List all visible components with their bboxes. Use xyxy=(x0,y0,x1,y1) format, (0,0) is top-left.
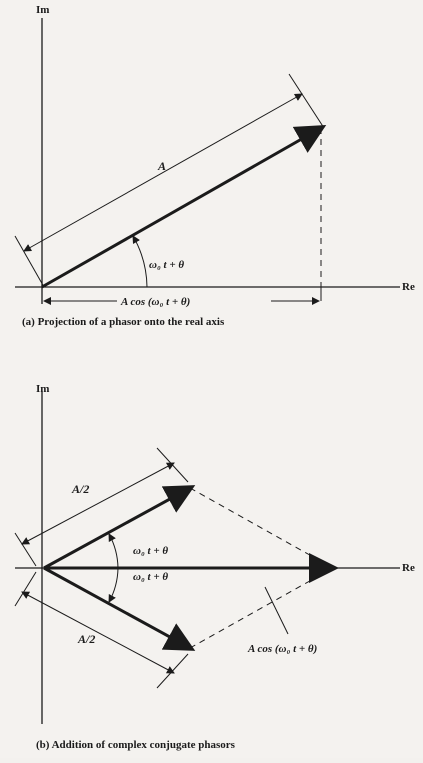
b-upper-dimension xyxy=(21,462,175,545)
a-projection-label: A cos (ω₀ t + θ) xyxy=(120,296,190,308)
b-im-label: Im xyxy=(36,383,49,395)
b-upper-ext-left xyxy=(14,532,37,567)
b-sum-leader-line xyxy=(264,586,289,635)
b-upper-dashed-line xyxy=(189,487,334,569)
b-upper-magnitude-label: A/2 xyxy=(71,482,89,496)
b-sum-label: A cos (ω₀ t + θ) xyxy=(247,643,317,655)
diagram-a: Im Re A ω₀ t + θ A cos (ω₀ t + θ) (a) Pr… xyxy=(14,4,415,328)
b-lower-magnitude-label: A/2 xyxy=(77,632,95,646)
a-caption: (a) Projection of a phasor onto the real… xyxy=(22,316,225,328)
b-re-label: Re xyxy=(402,562,415,574)
b-caption: (b) Addition of complex conjugate phasor… xyxy=(36,739,236,751)
a-magnitude-label: A xyxy=(157,159,166,173)
a-angle-arc xyxy=(132,235,148,288)
b-lower-dimension xyxy=(21,591,175,674)
a-angle-label: ω₀ t + θ xyxy=(149,259,184,271)
b-lower-dashed-line xyxy=(189,567,334,649)
b-lower-ext-right xyxy=(156,653,189,689)
b-upper-ext-right xyxy=(156,447,189,483)
b-lower-angle-label: ω₀ t + θ xyxy=(133,571,168,583)
b-upper-angle-label: ω₀ t + θ xyxy=(133,545,168,557)
a-re-label: Re xyxy=(402,281,415,293)
a-im-label: Im xyxy=(36,4,49,16)
a-magnitude-dimension xyxy=(23,93,303,252)
b-upper-angle-arc xyxy=(108,533,119,569)
a-magnitude-ext-right xyxy=(288,73,325,129)
b-lower-angle-arc xyxy=(108,567,119,603)
a-magnitude-ext-left xyxy=(14,235,45,288)
a-projection-label-bg xyxy=(117,293,271,308)
diagram-b: Im Re A/2 A/2 ω₀ t + θ ω₀ t + θ xyxy=(14,383,415,751)
b-lower-ext-left xyxy=(14,571,37,607)
